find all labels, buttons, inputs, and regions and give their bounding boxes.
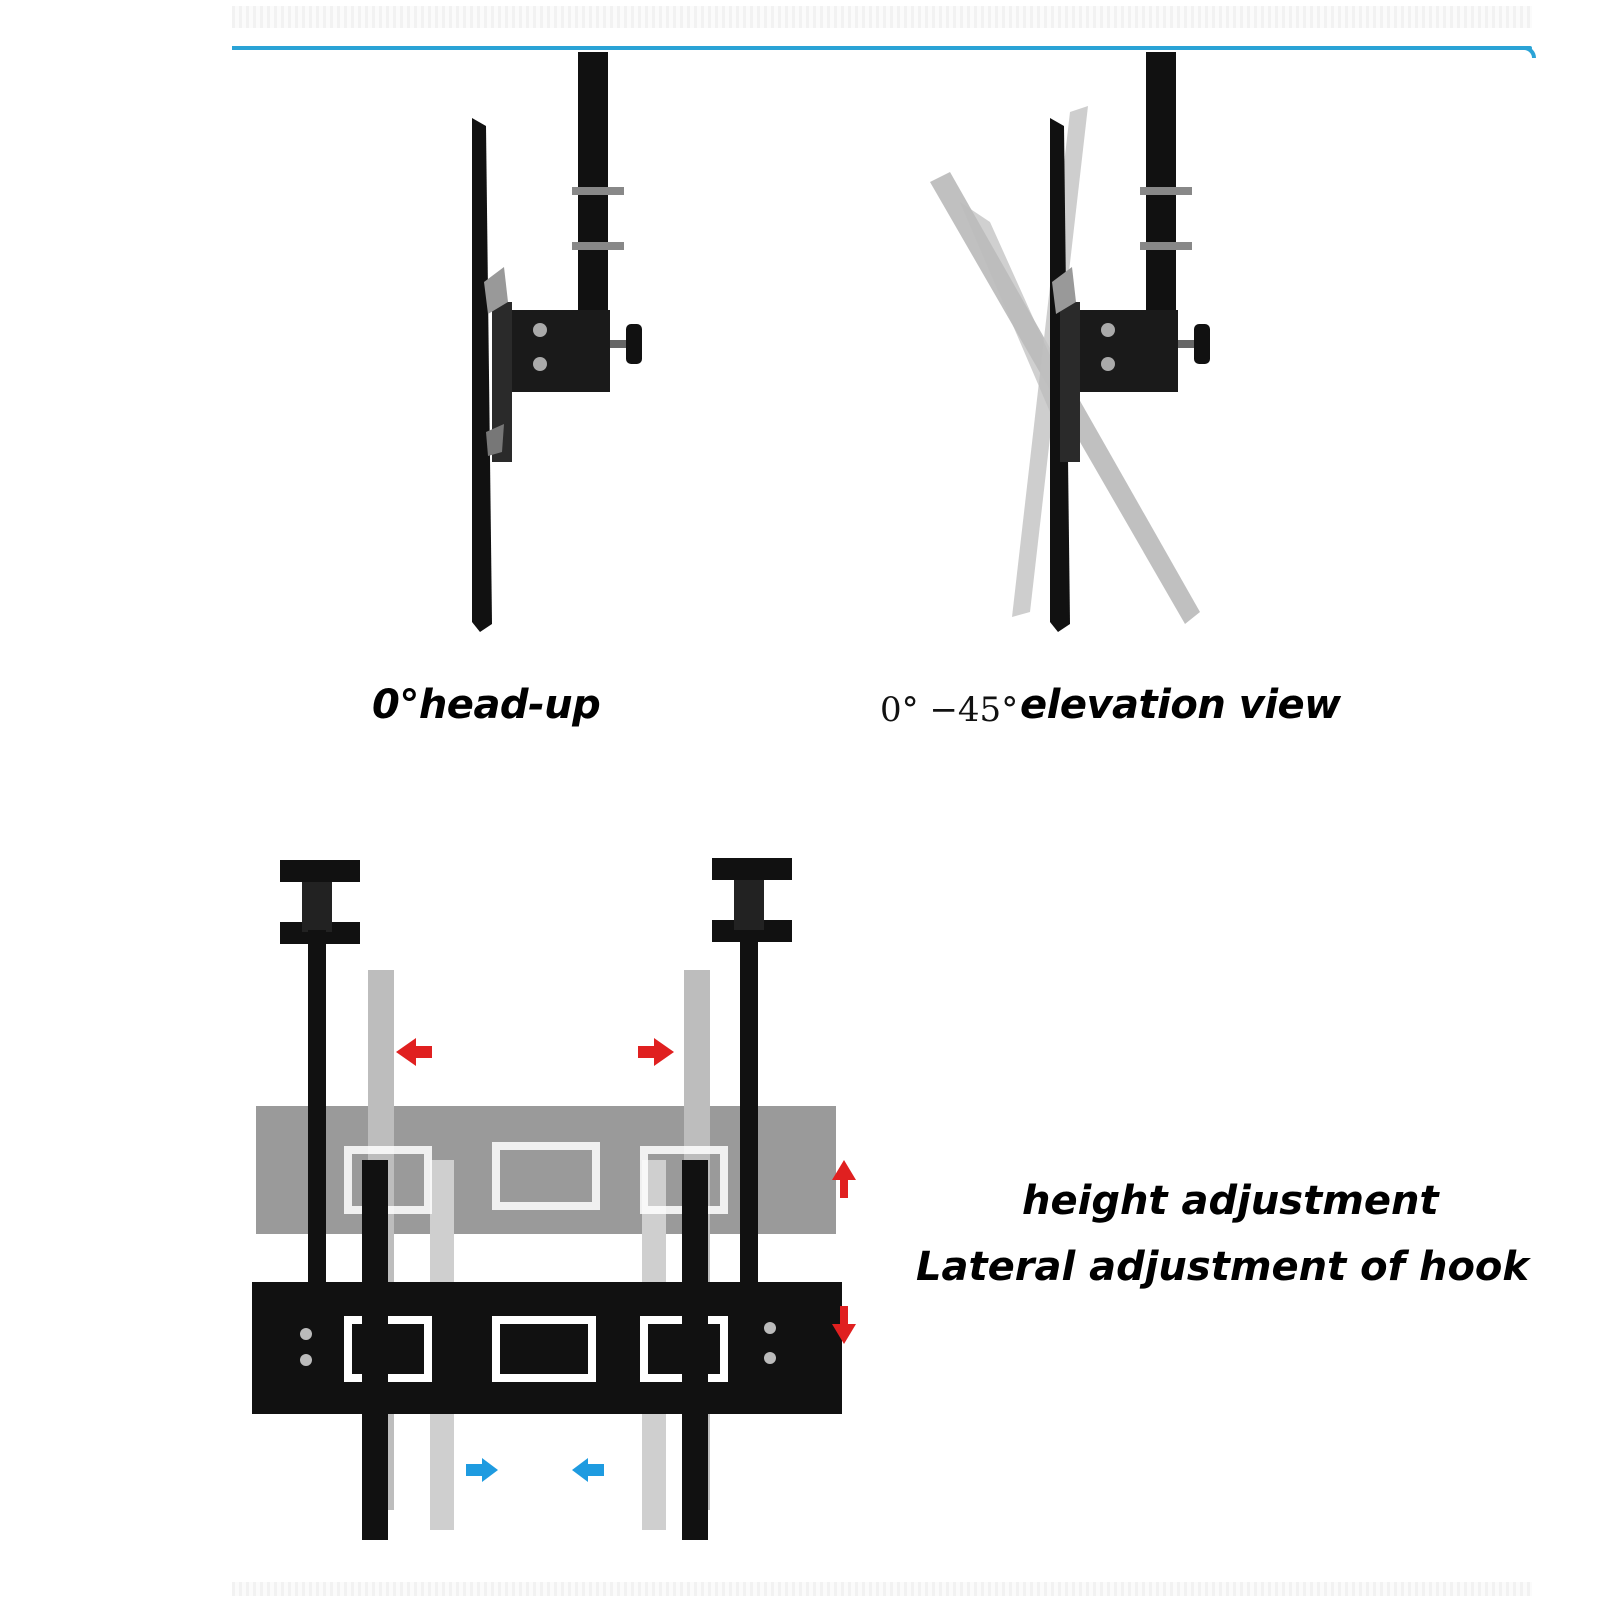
head-up-bracket-illustration [472,52,642,632]
height-adjustment-caption: height adjustment [1022,1178,1439,1224]
bottom-noise-strip [232,1582,1532,1596]
top-noise-strip [232,6,1532,28]
head-up-caption: 0°head-up [372,682,601,728]
elevation-caption: elevation view [1020,682,1341,728]
accent-divider-line [232,46,1536,58]
lateral-adjustment-caption: Lateral adjustment of hook [916,1244,1530,1290]
elevation-bracket-illustration [930,52,1210,632]
elevation-angle-range: 0° −45° [880,690,1019,730]
mount-assembly-illustration [252,858,856,1540]
